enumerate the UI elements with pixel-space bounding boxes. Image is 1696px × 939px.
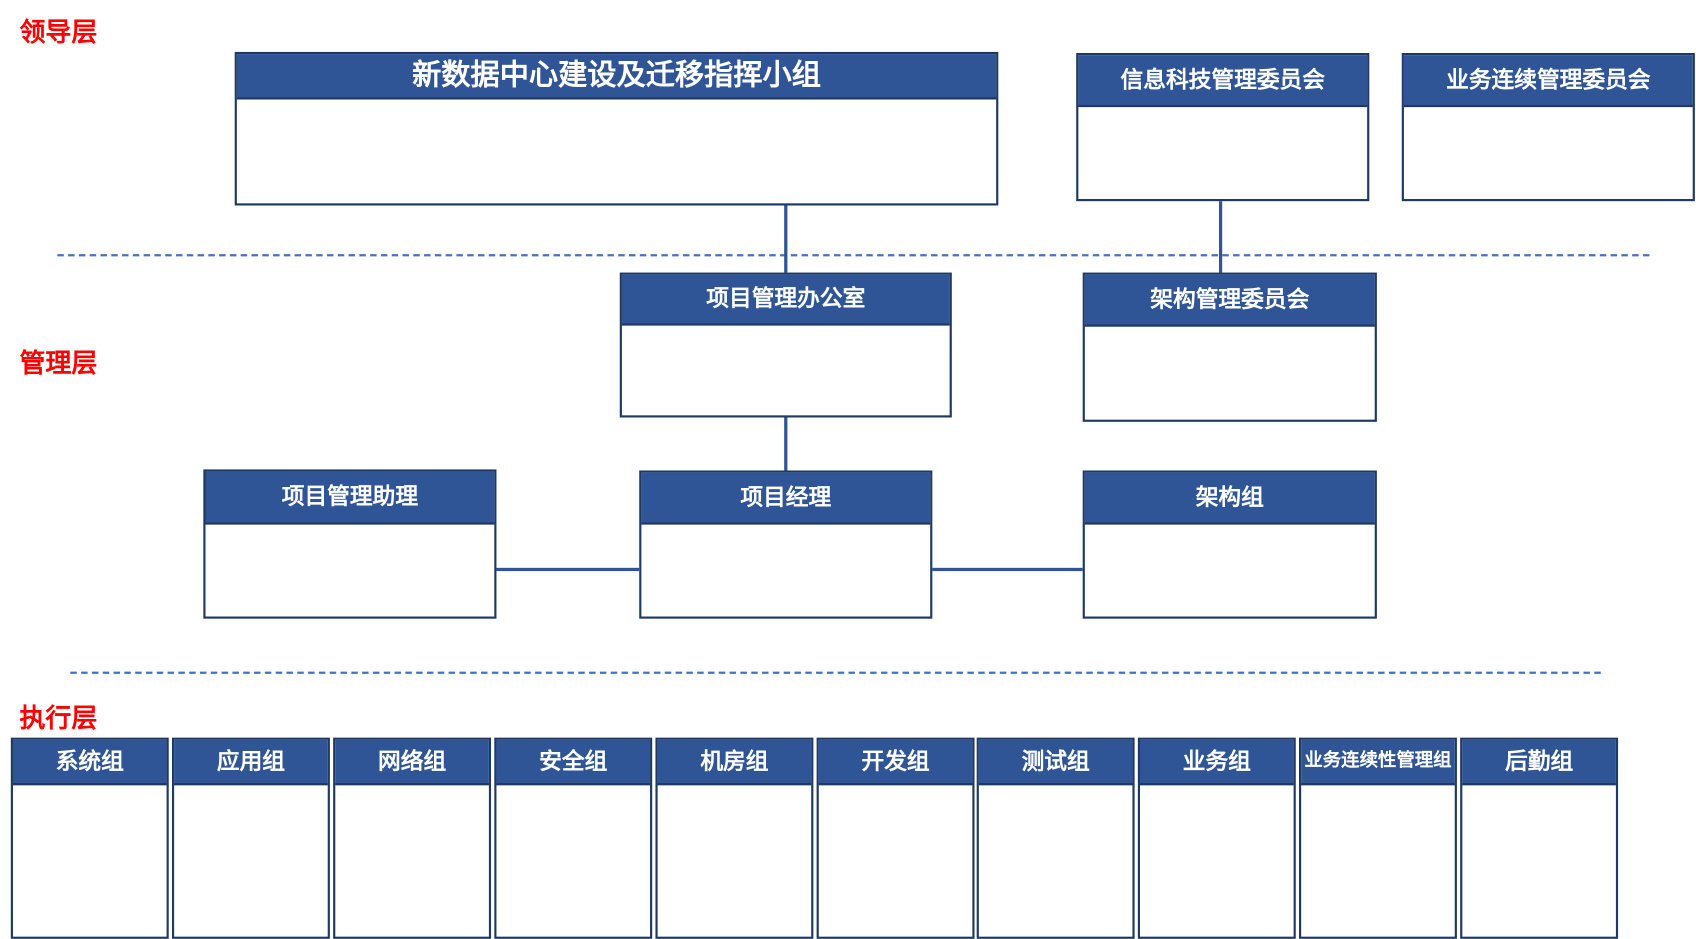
divider-leadership-management: [57, 254, 1650, 257]
box-title: 业务连续性管理组: [1301, 739, 1455, 786]
box-title: 业务组: [1140, 739, 1294, 786]
box-exec-group: 业务连续性管理组: [1299, 737, 1457, 939]
box-exec-group: 应用组: [171, 737, 330, 939]
box-title: 应用组: [174, 739, 328, 786]
box-title: 测试组: [978, 739, 1133, 786]
box-title: 安全组: [496, 739, 651, 786]
divider-management-execution: [70, 671, 1601, 674]
box-title: 网络组: [335, 739, 489, 786]
box-pmo: 项目管理办公室: [619, 272, 952, 418]
box-command-group: 新数据中心建设及迁移指挥小组: [234, 51, 999, 206]
box-title: 架构管理委员会: [1084, 274, 1375, 327]
box-exec-group: 业务组: [1137, 737, 1296, 939]
box-exec-group: 开发组: [816, 737, 975, 939]
box-title: 架构组: [1084, 472, 1375, 525]
box-exec-group: 系统组: [10, 737, 169, 939]
connector: [495, 567, 640, 572]
layer-label-management: 管理层: [19, 348, 98, 379]
box-exec-group: 测试组: [976, 737, 1135, 939]
connector: [784, 204, 788, 273]
box-title: 后勤组: [1462, 739, 1616, 786]
box-pm-assistant: 项目管理助理: [203, 469, 497, 619]
box-title: 业务连续管理委员会: [1403, 55, 1693, 108]
box-it-committee: 信息科技管理委员会: [1076, 52, 1370, 202]
box-exec-group: 安全组: [494, 737, 653, 939]
box-arch-group: 架构组: [1082, 470, 1377, 619]
layer-label-leadership: 领导层: [19, 17, 98, 48]
box-exec-group: 后勤组: [1460, 737, 1619, 939]
box-exec-group: 机房组: [655, 737, 814, 939]
box-title: 新数据中心建设及迁移指挥小组: [236, 54, 997, 100]
box-arch-committee: 架构管理委员会: [1082, 272, 1377, 422]
box-title: 信息科技管理委员会: [1078, 55, 1368, 108]
box-title: 项目管理办公室: [621, 274, 950, 326]
box-title: 系统组: [12, 739, 167, 786]
box-exec-group: 网络组: [333, 737, 492, 939]
box-title: 项目管理助理: [205, 471, 495, 525]
box-pm: 项目经理: [639, 470, 933, 619]
connector: [931, 567, 1083, 572]
box-title: 机房组: [657, 739, 812, 786]
connector: [1218, 201, 1223, 273]
layer-label-execution: 执行层: [19, 703, 98, 734]
box-title: 项目经理: [641, 472, 931, 525]
box-title: 开发组: [818, 739, 973, 786]
box-bc-committee: 业务连续管理委员会: [1401, 52, 1695, 202]
connector: [784, 416, 788, 471]
